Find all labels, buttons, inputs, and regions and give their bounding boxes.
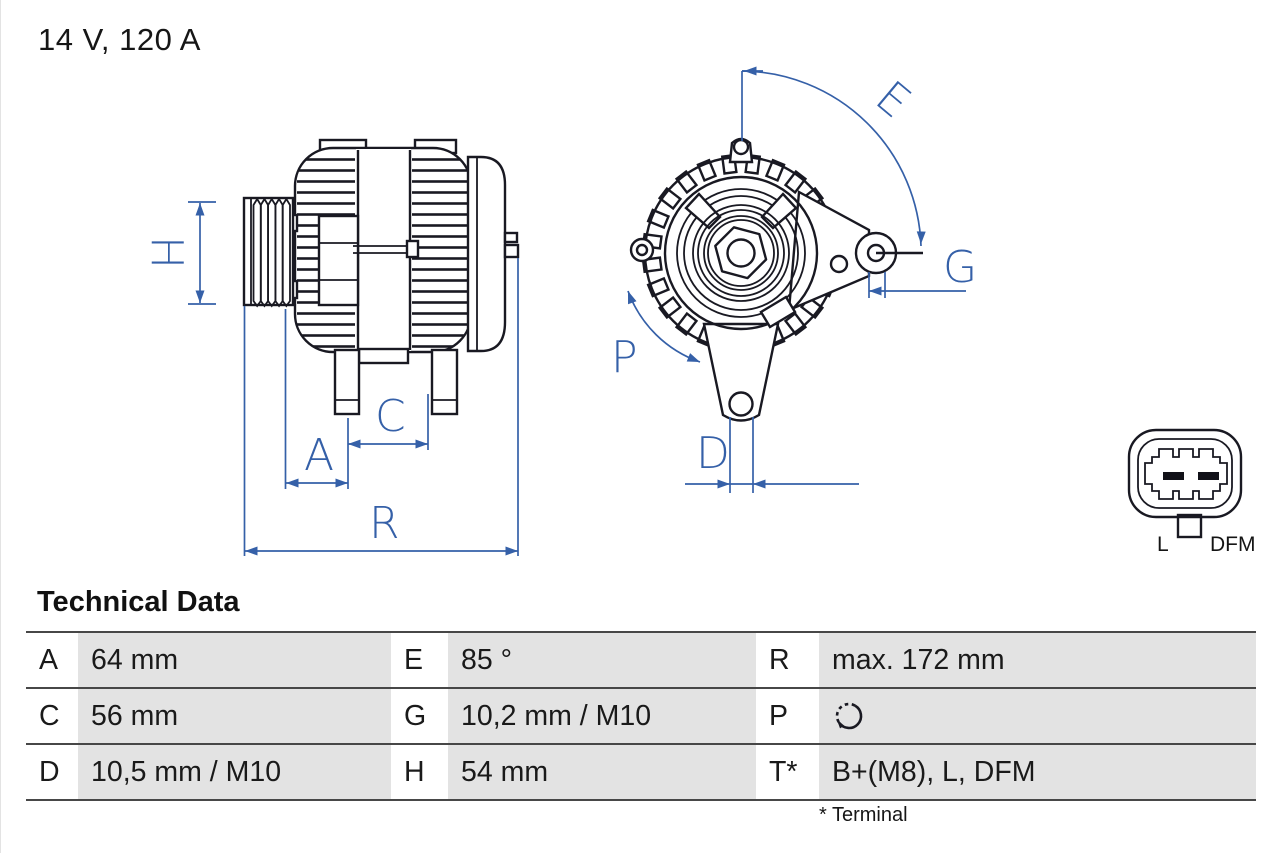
voltage-amperage-rating: 14 V, 120 A: [38, 22, 201, 57]
dim-key: R: [756, 633, 819, 687]
mounting-boss: [317, 214, 360, 307]
dim-label-g: G: [943, 242, 977, 293]
dim-value: 64 mm: [78, 633, 391, 687]
plug-connector-drawing: L DFM: [1127, 428, 1256, 556]
table-row: D 10,5 mm / M10 H 54 mm T* B+(M8), L, DF…: [26, 743, 1256, 799]
dim-value: 10,2 mm / M10: [448, 689, 756, 743]
terminal-stub-small: [503, 231, 519, 244]
dim-value: 56 mm: [78, 689, 391, 743]
side-bottom-tab: [357, 347, 410, 365]
section-title: Technical Data: [37, 586, 240, 618]
side-view-dimensions: H A C R: [141, 201, 519, 556]
connector-inner: [1137, 438, 1233, 509]
rear-cover: [466, 155, 507, 353]
table-row: C 56 mm G 10,2 mm / M10 P: [26, 687, 1256, 743]
terminal-stub-large: [503, 243, 520, 259]
pin-l: [1163, 472, 1184, 480]
bottom-leg: [702, 322, 780, 422]
dim-label-p: P: [611, 332, 638, 383]
dim-key: T*: [756, 745, 819, 799]
stator-band: [356, 149, 411, 351]
dim-key: G: [391, 689, 448, 743]
table-row: A 64 mm E 85 ° R max. 172 mm: [26, 633, 1256, 687]
connector-keying: [1144, 448, 1228, 500]
dim-label-a: A: [304, 430, 334, 481]
dim-label-e: E: [866, 71, 920, 128]
mounting-foot-right: [430, 348, 459, 416]
technical-data-table: A 64 mm E 85 ° R max. 172 mm C 56 mm G 1…: [26, 631, 1256, 801]
pin-dfm: [1198, 472, 1219, 480]
front-view-drawing: [629, 137, 923, 422]
connector-tab: [1176, 513, 1203, 539]
dim-label-d: D: [696, 428, 730, 479]
dim-key: D: [26, 745, 78, 799]
shaft-nut: [714, 226, 768, 280]
dim-value: B+(M8), L, DFM: [819, 745, 1256, 799]
pin-label-l: L: [1157, 533, 1169, 556]
terminal-footnote: * Terminal: [819, 804, 908, 826]
pin-label-dfm: DFM: [1210, 533, 1256, 556]
left-lug: [629, 237, 655, 263]
dim-key: H: [391, 745, 448, 799]
dim-label-c: C: [375, 391, 406, 442]
dim-value: 10,5 mm / M10: [78, 745, 391, 799]
dim-key: C: [26, 689, 78, 743]
pulley: [242, 196, 295, 308]
mounting-foot-left: [333, 348, 361, 416]
dim-key: A: [26, 633, 78, 687]
dim-label-h: H: [141, 236, 192, 269]
dim-label-r: R: [369, 498, 400, 549]
dim-key: P: [756, 689, 819, 743]
technical-drawing: L DFM H A C R: [141, 66, 1256, 556]
dim-value: 54 mm: [448, 745, 756, 799]
dim-key: E: [391, 633, 448, 687]
connector-outer: [1127, 428, 1243, 519]
top-lug: [728, 137, 754, 164]
dim-value: max. 172 mm: [819, 633, 1256, 687]
side-view-drawing: [242, 138, 520, 416]
dim-value: 85 °: [448, 633, 756, 687]
rotation-icon-cell: [819, 689, 1256, 743]
clockwise-rotation-icon: [835, 702, 863, 730]
